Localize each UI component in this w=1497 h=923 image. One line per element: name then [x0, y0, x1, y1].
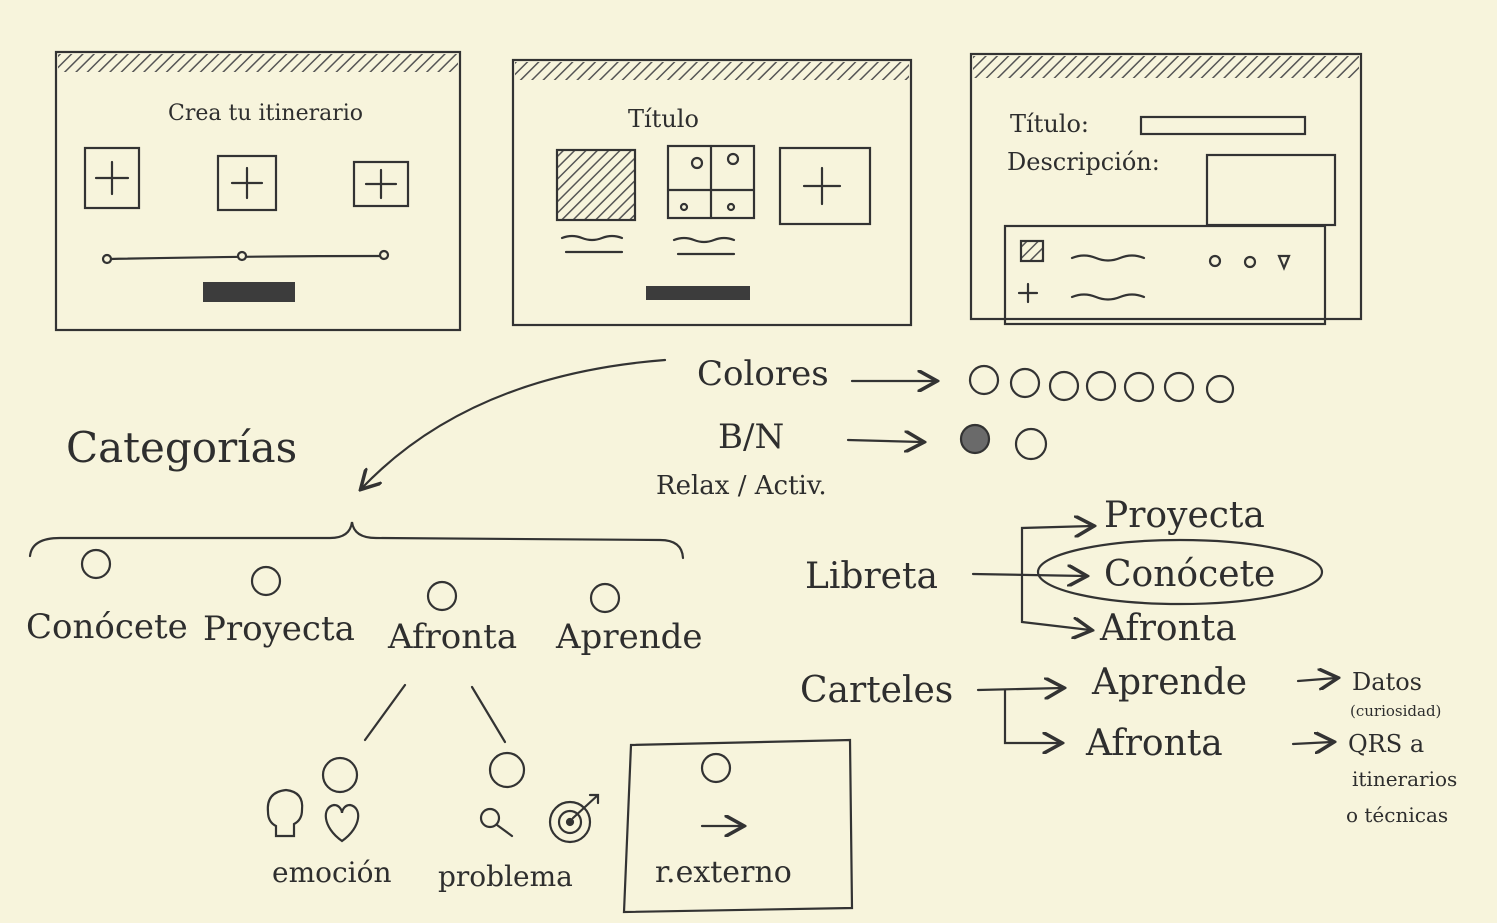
confirm-button[interactable] [646, 286, 750, 300]
head-icon [266, 788, 304, 838]
branch-problema [470, 685, 507, 744]
afronta-detail-line-1: QRS a [1348, 730, 1424, 758]
list-action-1[interactable] [1208, 254, 1222, 268]
progress-stepper [101, 249, 390, 265]
libreta-target-conocete: Conócete [1104, 554, 1275, 595]
libreta-arrow-proyecta [1020, 526, 1092, 576]
target-icon [548, 793, 600, 844]
color-swatch[interactable] [1009, 367, 1041, 399]
libreta-label: Libreta [805, 556, 938, 597]
carteles-arrow-afronta [1003, 688, 1060, 743]
afronta-detail-arrow [1291, 742, 1332, 744]
caption-squiggle-1 [560, 234, 624, 254]
subcategory-dot-externo[interactable] [700, 752, 732, 784]
screen-3-wireframe [969, 52, 1363, 326]
heart-icon [324, 803, 360, 843]
itinerary-list [1003, 224, 1327, 326]
external-resource-box [622, 738, 854, 914]
color-swatch[interactable] [1123, 371, 1155, 403]
color-swatches [968, 364, 1235, 404]
category-dot-proyecta[interactable] [250, 565, 282, 597]
category-label-aprende: Aprende [555, 617, 702, 657]
category-dot-afronta[interactable] [426, 580, 458, 612]
add-item-button[interactable] [778, 146, 872, 226]
bw-arrow [846, 440, 922, 442]
subcategory-label-emocion: emoción [272, 856, 392, 889]
branch-emocion [363, 683, 407, 742]
screen-3-titlebar [973, 56, 1359, 78]
list-item-thumbnail [1019, 239, 1045, 263]
screen-2-titlebar [515, 62, 909, 80]
grid-thumbnail[interactable] [666, 144, 756, 220]
screen-3-frame [969, 52, 1363, 321]
category-dot-conocete[interactable] [80, 548, 112, 580]
afronta-detail-line-3: o técnicas [1346, 803, 1448, 827]
subcategory-label-externo: r.externo [655, 855, 792, 890]
categories-brace [28, 521, 685, 560]
colors-label: Colores [697, 354, 829, 394]
subcategory-dot-emocion[interactable] [321, 756, 359, 794]
color-swatch[interactable] [1205, 374, 1235, 404]
screen-3-title-label: Título: [1010, 110, 1089, 138]
color-swatch[interactable] [1085, 370, 1117, 402]
caption-squiggle-2 [672, 236, 736, 256]
magnifier-icon [479, 807, 514, 838]
screen-1-titlebar [58, 54, 458, 72]
screen-1-title: Crea tu itinerario [168, 101, 363, 126]
arrow-to-categories [362, 358, 667, 488]
list-item-text [1070, 254, 1146, 262]
add-slot-2[interactable] [216, 154, 278, 212]
title-input[interactable] [1139, 115, 1307, 136]
category-label-conocete: Conócete [26, 607, 188, 647]
screen-1-wireframe [54, 50, 462, 332]
libreta-arrow-afronta [1020, 572, 1090, 630]
aprende-detail-sub: (curiosidad) [1350, 702, 1441, 720]
carteles-arrow [976, 688, 1062, 690]
bw-label: B/N [718, 417, 784, 457]
subcategory-dot-problema[interactable] [488, 751, 526, 789]
screen-3-description-label: Descripción: [1007, 148, 1160, 176]
color-swatch[interactable] [968, 364, 1000, 396]
list-action-2[interactable] [1243, 255, 1257, 269]
list-add-text [1070, 293, 1146, 301]
libreta-arrow [971, 574, 1085, 576]
add-slot-3[interactable] [352, 160, 410, 208]
continue-button[interactable] [203, 282, 295, 302]
screen-2-wireframe [511, 58, 913, 327]
aprende-detail: Datos [1352, 668, 1422, 696]
bw-swatch-dark[interactable] [959, 423, 991, 455]
color-swatch[interactable] [1163, 371, 1195, 403]
category-label-afronta: Afronta [387, 617, 517, 657]
carteles-label: Carteles [800, 670, 953, 711]
mode-label: Relax / Activ. [656, 471, 827, 501]
description-input[interactable] [1205, 153, 1337, 227]
libreta-target-afronta: Afronta [1099, 608, 1237, 649]
screen-2-frame [511, 58, 913, 327]
category-dot-aprende[interactable] [589, 582, 621, 614]
list-add-icon[interactable] [1017, 282, 1039, 304]
screen-1-frame [54, 50, 462, 332]
carteles-target-afronta: Afronta [1085, 723, 1223, 764]
aprende-detail-arrow [1296, 678, 1336, 681]
libreta-target-proyecta: Proyecta [1104, 495, 1265, 536]
add-slot-1[interactable] [83, 146, 141, 210]
categories-heading: Categorías [66, 423, 297, 472]
list-action-3[interactable] [1277, 254, 1291, 271]
conocete-highlight [1036, 538, 1324, 606]
bw-swatch-light[interactable] [1014, 427, 1048, 461]
screen-2-title: Título [628, 105, 699, 133]
color-swatch[interactable] [1048, 370, 1080, 402]
category-label-proyecta: Proyecta [203, 609, 355, 649]
image-thumbnail[interactable] [555, 148, 637, 222]
afronta-detail-line-2: itinerarios [1352, 767, 1457, 791]
carteles-target-aprende: Aprende [1091, 662, 1247, 703]
subcategory-label-problema: problema [438, 860, 573, 893]
